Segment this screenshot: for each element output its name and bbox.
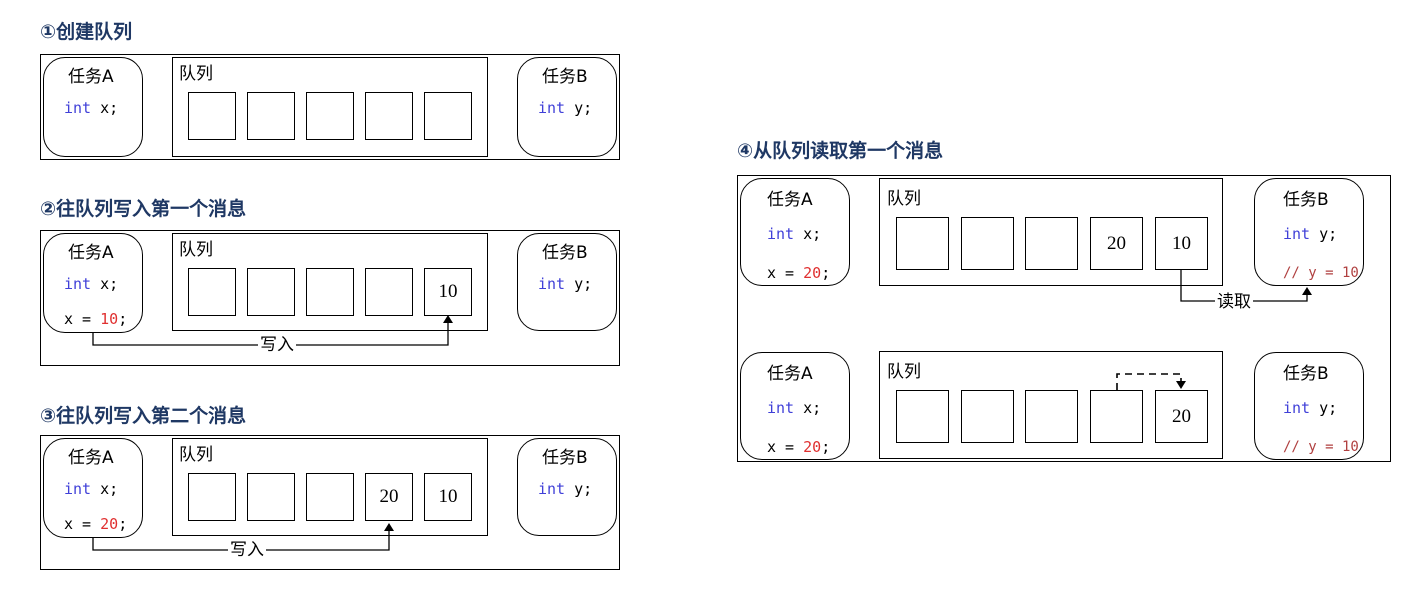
step2-frame	[40, 230, 620, 366]
step2-task-a: 任务A int x; x = 10;	[43, 233, 143, 333]
step1-task-b: 任务B int y;	[517, 57, 617, 157]
queue-cell	[247, 473, 295, 521]
step2-queue: 队列	[172, 233, 488, 331]
task-a-decl: int x;	[64, 275, 119, 293]
queue-cell	[306, 92, 354, 140]
queue-cell	[1025, 390, 1078, 443]
task-b-decl: int y;	[1283, 399, 1338, 417]
step4-top-task-b: 任务B int y; // y = 10	[1254, 178, 1364, 286]
task-b-comment: // y = 10	[1283, 439, 1359, 455]
queue-cell	[1025, 217, 1078, 270]
task-a-name: 任务A	[767, 190, 813, 210]
task-b-name: 任务B	[1283, 364, 1329, 384]
step3-frame	[40, 435, 620, 570]
write-label: 写入	[228, 540, 266, 560]
queue-cell	[306, 268, 354, 316]
queue-cell	[961, 217, 1014, 270]
queue-cell	[961, 390, 1014, 443]
step3-title: ③往队列写入第二个消息	[40, 405, 247, 427]
task-a-assign: x = 20;	[767, 438, 831, 456]
queue-name: 队列	[179, 64, 213, 84]
queue-cell	[896, 390, 949, 443]
task-a-assign: x = 10;	[64, 310, 128, 328]
queue-cell-filled: 20	[1090, 217, 1143, 270]
step2-task-b: 任务B int y;	[517, 233, 617, 331]
queue-cell	[247, 268, 295, 316]
step4-bottom-task-a: 任务A int x; x = 20;	[740, 352, 850, 460]
queue-cell	[896, 217, 949, 270]
task-b-name: 任务B	[542, 448, 588, 468]
step1-frame	[40, 54, 620, 160]
task-a-name: 任务A	[767, 364, 813, 384]
step3-task-b: 任务B int y;	[517, 438, 617, 536]
step4-title: ④从队列读取第一个消息	[737, 140, 944, 162]
queue-cell	[424, 92, 472, 140]
queue-cell-filled: 10	[1155, 217, 1208, 270]
queue-cell	[306, 473, 354, 521]
step4-frame	[737, 175, 1391, 462]
queue-cell	[188, 473, 236, 521]
step4-top-task-a: 任务A int x; x = 20;	[740, 178, 850, 286]
task-b-name: 任务B	[542, 243, 588, 263]
task-b-decl: int y;	[538, 480, 593, 498]
queue-cell-filled: 10	[424, 473, 472, 521]
task-a-name: 任务A	[68, 243, 114, 263]
task-a-name: 任务A	[68, 448, 114, 468]
queue-cell	[188, 268, 236, 316]
queue-cell-filled: 20	[1155, 390, 1208, 443]
task-a-name: 任务A	[68, 67, 114, 87]
task-a-assign: x = 20;	[767, 264, 831, 282]
task-a-decl: int x;	[64, 480, 119, 498]
queue-name: 队列	[179, 445, 213, 465]
task-a-decl: int x;	[767, 399, 822, 417]
task-a-decl: int x;	[64, 99, 119, 117]
step4-bottom-queue: 队列	[879, 351, 1223, 459]
queue-cell	[188, 92, 236, 140]
write-label: 写入	[258, 335, 296, 355]
task-b-name: 任务B	[1283, 190, 1329, 210]
step1-queue: 队列	[172, 57, 488, 157]
step1-task-a: 任务A int x;	[43, 57, 143, 157]
queue-cell	[1090, 390, 1143, 443]
step3-queue: 队列	[172, 438, 488, 536]
step1-title: ①创建队列	[40, 21, 133, 43]
queue-cell	[365, 92, 413, 140]
read-label: 读取	[1215, 292, 1253, 312]
task-b-decl: int y;	[1283, 225, 1338, 243]
task-a-assign: x = 20;	[64, 515, 128, 533]
queue-cell	[365, 268, 413, 316]
step4-bottom-task-b: 任务B int y; // y = 10	[1254, 352, 1364, 460]
queue-name: 队列	[887, 362, 921, 382]
queue-name: 队列	[887, 189, 921, 209]
step4-top-queue: 队列	[879, 178, 1223, 286]
step2-title: ②往队列写入第一个消息	[40, 198, 247, 220]
task-b-name: 任务B	[542, 67, 588, 87]
queue-name: 队列	[179, 240, 213, 260]
task-b-decl: int y;	[538, 275, 593, 293]
queue-cell-filled: 20	[365, 473, 413, 521]
queue-cell	[247, 92, 295, 140]
task-a-decl: int x;	[767, 225, 822, 243]
step3-task-a: 任务A int x; x = 20;	[43, 438, 143, 538]
task-b-comment: // y = 10	[1283, 265, 1359, 281]
task-b-decl: int y;	[538, 99, 593, 117]
